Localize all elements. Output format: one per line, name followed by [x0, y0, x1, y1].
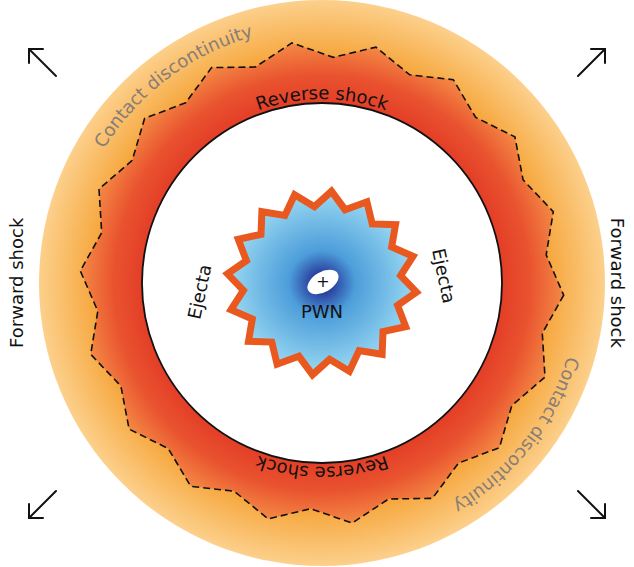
pulsar-ellipse: +: [305, 268, 341, 296]
reverse-shock-label: Reverse shock: [252, 452, 391, 484]
arrow-head: [591, 504, 605, 518]
contact-discontinuity-label: Contact discontinuity: [90, 20, 255, 151]
contact-discontinuity-label: Contact discontinuity: [90, 20, 255, 151]
reverse-shock-circle: [142, 103, 502, 463]
reverse-shock-label: Reverse shock: [252, 452, 391, 484]
pulsar-marker: +: [316, 272, 329, 291]
contact-discontinuity-label: Contact discontinuity: [450, 355, 584, 518]
forward-shock-label: Forward shock: [606, 218, 628, 348]
arrow-head: [591, 49, 605, 63]
expansion-arrow: [29, 49, 56, 76]
contact-discontinuity-edge: [80, 43, 563, 523]
arrow-head: [29, 49, 43, 63]
reverse-shock-label: Reverse shock: [253, 82, 392, 114]
arrow-head: [29, 504, 43, 518]
pwn-label: PWN: [301, 301, 343, 323]
forward-shock-label: Forward shock: [6, 218, 28, 348]
pwn-star-shape: [228, 191, 417, 374]
contact-discontinuity-label: Contact discontinuity: [450, 355, 584, 518]
forward-shock-disc: [39, 0, 605, 566]
expansion-arrow: [578, 491, 605, 518]
pwn-nebula: PWN +: [222, 183, 422, 383]
expansion-arrow: [578, 49, 605, 76]
pulsar-ellipse-shape: [303, 265, 342, 299]
reverse-shock-label: Reverse shock: [253, 82, 392, 114]
expansion-arrow: [29, 491, 56, 518]
